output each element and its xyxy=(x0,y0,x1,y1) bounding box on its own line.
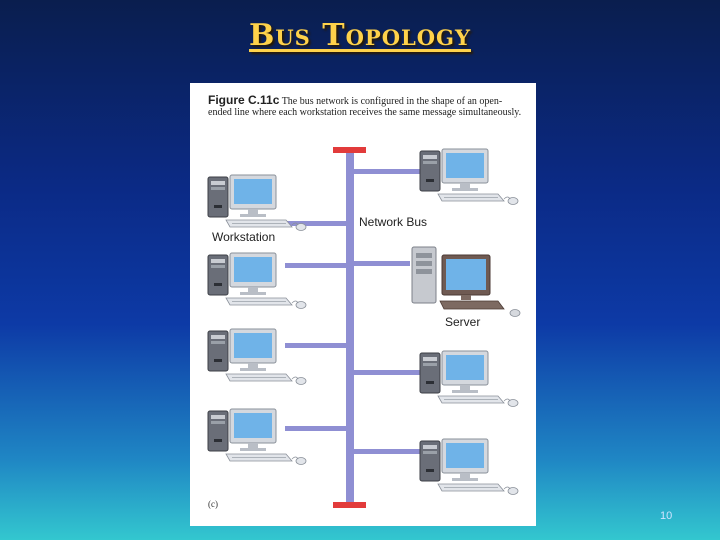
bus-terminator-bottom xyxy=(333,502,366,508)
workstation-left-3 xyxy=(207,328,307,385)
bus-terminator-top xyxy=(333,147,366,153)
server-label: Server xyxy=(445,315,480,329)
workstation-right-2 xyxy=(419,350,519,407)
bus-branch-right-1 xyxy=(354,169,420,174)
network-bus-line xyxy=(346,147,354,505)
bus-branch-left-3 xyxy=(285,343,346,348)
page-number: 10 xyxy=(660,510,673,522)
workstation-left-2 xyxy=(207,252,307,309)
figure-caption-label: Figure C.11c xyxy=(208,93,280,107)
bus-branch-right-3 xyxy=(354,449,420,454)
figure-caption-text: The bus network is configured in the sha… xyxy=(208,96,522,118)
network-bus-label: Network Bus xyxy=(359,215,427,229)
server-computer xyxy=(411,246,521,317)
bus-branch-left-4 xyxy=(285,426,346,431)
bus-branch-right-2 xyxy=(354,370,420,375)
bus-branch-left-2 xyxy=(285,263,346,268)
workstation-right-3 xyxy=(419,438,519,495)
bus-topology-diagram: Network Bus Workstation Server (c) xyxy=(207,147,521,509)
workstation-right-1 xyxy=(419,148,519,205)
bus-branch-left-1 xyxy=(285,221,346,226)
workstation-label: Workstation xyxy=(212,230,275,244)
figure-sublabel: (c) xyxy=(208,499,218,509)
bus-branch-right-server xyxy=(354,261,410,266)
slide-title: Bus Topology xyxy=(249,18,471,53)
figure-panel: Figure C.11c The bus network is configur… xyxy=(190,83,536,526)
workstation-left-4 xyxy=(207,408,307,465)
figure-caption: Figure C.11c The bus network is configur… xyxy=(208,93,526,118)
